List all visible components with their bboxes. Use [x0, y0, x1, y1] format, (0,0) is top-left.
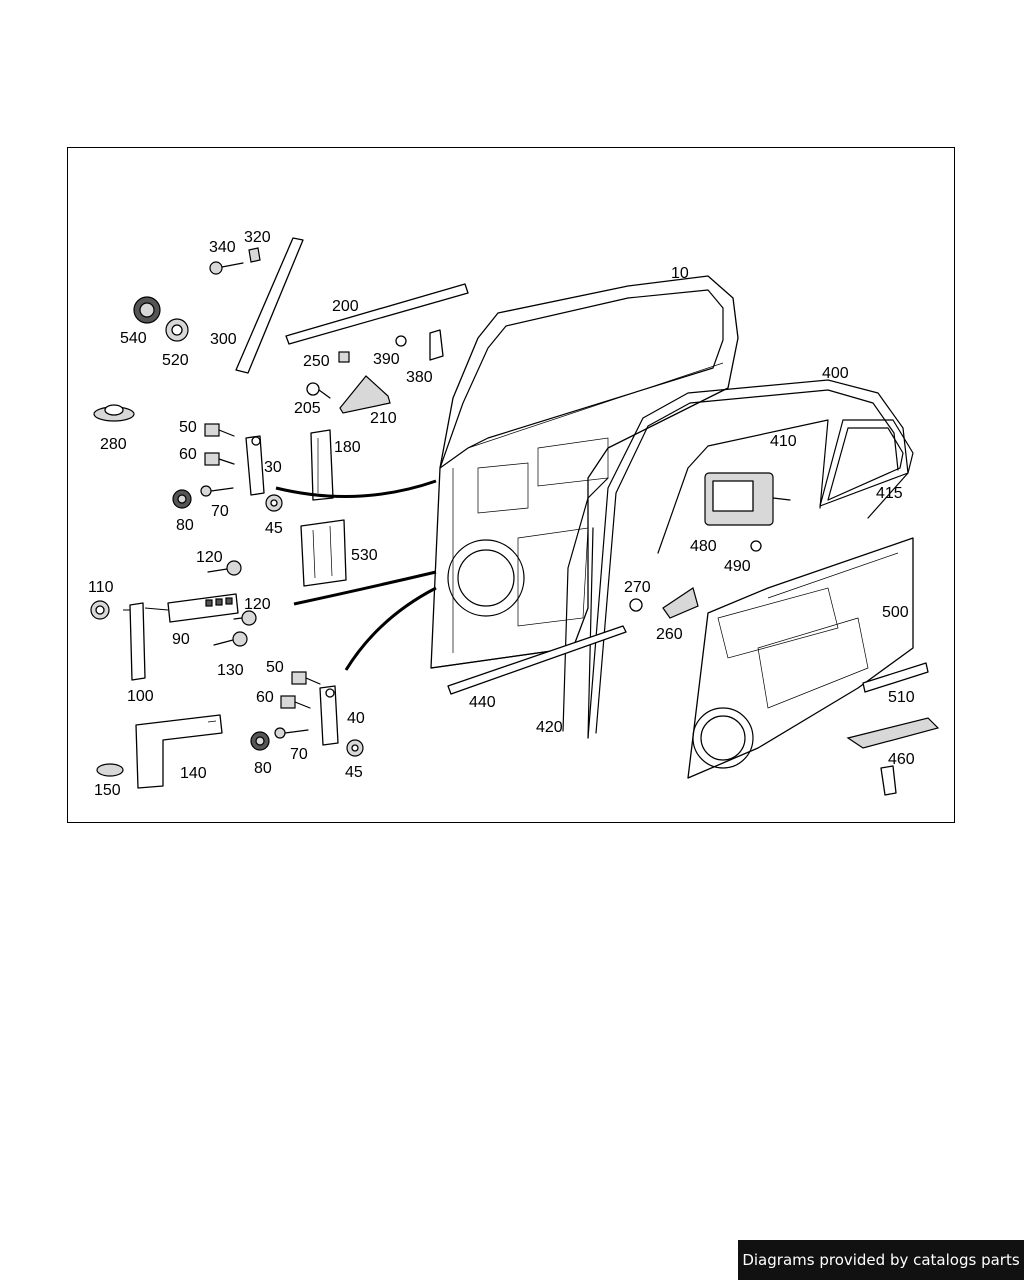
label-300: 300 — [210, 331, 237, 348]
screw-120-a — [207, 560, 242, 576]
label-480: 480 — [690, 538, 717, 555]
label-415: 415 — [876, 485, 903, 502]
clip-250 — [338, 351, 350, 363]
label-45-lower: 45 — [345, 764, 363, 781]
lower-hinge-group — [250, 671, 364, 757]
label-380: 380 — [406, 369, 433, 386]
handle-460 — [846, 717, 940, 749]
label-500: 500 — [882, 604, 909, 621]
arrow-upper-hinge — [275, 479, 437, 498]
screw-490 — [750, 540, 762, 552]
screw-70-lower — [274, 727, 309, 739]
label-90: 90 — [172, 631, 190, 648]
label-150: 150 — [94, 782, 121, 799]
label-30: 30 — [264, 459, 282, 476]
screw-120-b — [233, 610, 257, 626]
bracket-140 — [135, 714, 223, 789]
screw-340 — [209, 261, 244, 275]
label-70-lower: 70 — [290, 746, 308, 763]
rod-510 — [862, 662, 929, 693]
molding-200 — [285, 283, 469, 345]
label-440: 440 — [469, 694, 496, 711]
label-60-upper: 60 — [179, 446, 197, 463]
label-60-lower: 60 — [256, 689, 274, 706]
plug-280 — [93, 404, 135, 422]
screw-390 — [395, 335, 407, 347]
lock-group — [90, 560, 257, 681]
catalog-credit-text: Diagrams provided by catalogs parts — [742, 1251, 1020, 1269]
label-460: 460 — [888, 751, 915, 768]
label-390: 390 — [373, 351, 400, 368]
control-module-480 — [704, 472, 791, 526]
label-250: 250 — [303, 353, 330, 370]
door-shell-10 — [430, 275, 739, 669]
bracket-260 — [662, 587, 699, 619]
catalog-credit-badge: Diagrams provided by catalogs parts — [738, 1240, 1024, 1280]
nut-80-lower — [250, 731, 270, 751]
label-120-b: 120 — [244, 596, 271, 613]
bolt-60-upper — [204, 452, 235, 466]
window-strip-300 — [235, 237, 304, 374]
label-280: 280 — [100, 436, 127, 453]
striker-100 — [129, 602, 146, 681]
screw-130 — [213, 631, 248, 647]
arrow-lock — [293, 570, 437, 606]
label-120-a: 120 — [196, 549, 223, 566]
label-80-lower: 80 — [254, 760, 272, 777]
label-45-upper: 45 — [265, 520, 283, 537]
nut-110 — [90, 600, 110, 620]
upper-hinge-group — [172, 423, 283, 512]
block-530 — [300, 519, 347, 587]
bolt-50-upper — [204, 423, 235, 437]
label-50-upper: 50 — [179, 419, 197, 436]
label-200: 200 — [332, 298, 359, 315]
label-210: 210 — [370, 410, 397, 427]
label-340: 340 — [209, 239, 236, 256]
label-510: 510 — [888, 689, 915, 706]
label-130: 130 — [217, 662, 244, 679]
label-400: 400 — [822, 365, 849, 382]
label-530: 530 — [351, 547, 378, 564]
screw-205 — [306, 382, 320, 396]
clip-320 — [248, 247, 261, 263]
screw-270 — [629, 598, 643, 612]
label-520: 520 — [162, 352, 189, 369]
label-540: 540 — [120, 330, 147, 347]
block-180 — [310, 429, 334, 501]
label-180: 180 — [334, 439, 361, 456]
label-100: 100 — [127, 688, 154, 705]
screw-70-upper — [200, 485, 234, 497]
label-110: 110 — [88, 579, 114, 596]
label-80-upper: 80 — [176, 517, 194, 534]
nut-45-lower — [346, 739, 364, 757]
door-outer-frame-400 — [587, 379, 914, 739]
label-260: 260 — [656, 626, 683, 643]
hinge-40 — [319, 685, 339, 746]
nut-45-upper — [265, 494, 283, 512]
sill-strip-440 — [447, 625, 627, 695]
label-420: 420 — [536, 719, 563, 736]
label-490: 490 — [724, 558, 751, 575]
label-410: 410 — [770, 433, 797, 450]
parts-diagram-frame: 10 400 410 415 480 490 270 260 500 510 4… — [67, 147, 955, 823]
label-50-lower: 50 — [266, 659, 284, 676]
label-205: 205 — [294, 400, 321, 417]
nut-80-upper — [172, 489, 192, 509]
label-70-upper: 70 — [211, 503, 229, 520]
label-320: 320 — [244, 229, 271, 246]
label-40: 40 — [347, 710, 365, 727]
arrow-lower-hinge — [344, 586, 437, 671]
trim-panel-500 — [687, 537, 914, 779]
bolt-50-lower — [291, 671, 321, 685]
plug-150 — [96, 763, 124, 777]
bracket-210 — [339, 375, 391, 414]
door-parts-diagram: 10 400 410 415 480 490 270 260 500 510 4… — [88, 229, 940, 799]
bracket-380 — [429, 329, 444, 361]
callout-labels: 10 400 410 415 480 490 270 260 500 510 4… — [88, 229, 915, 799]
label-140: 140 — [180, 765, 207, 782]
bolt-60-lower — [280, 695, 311, 709]
label-270: 270 — [624, 579, 651, 596]
label-10: 10 — [671, 265, 689, 282]
